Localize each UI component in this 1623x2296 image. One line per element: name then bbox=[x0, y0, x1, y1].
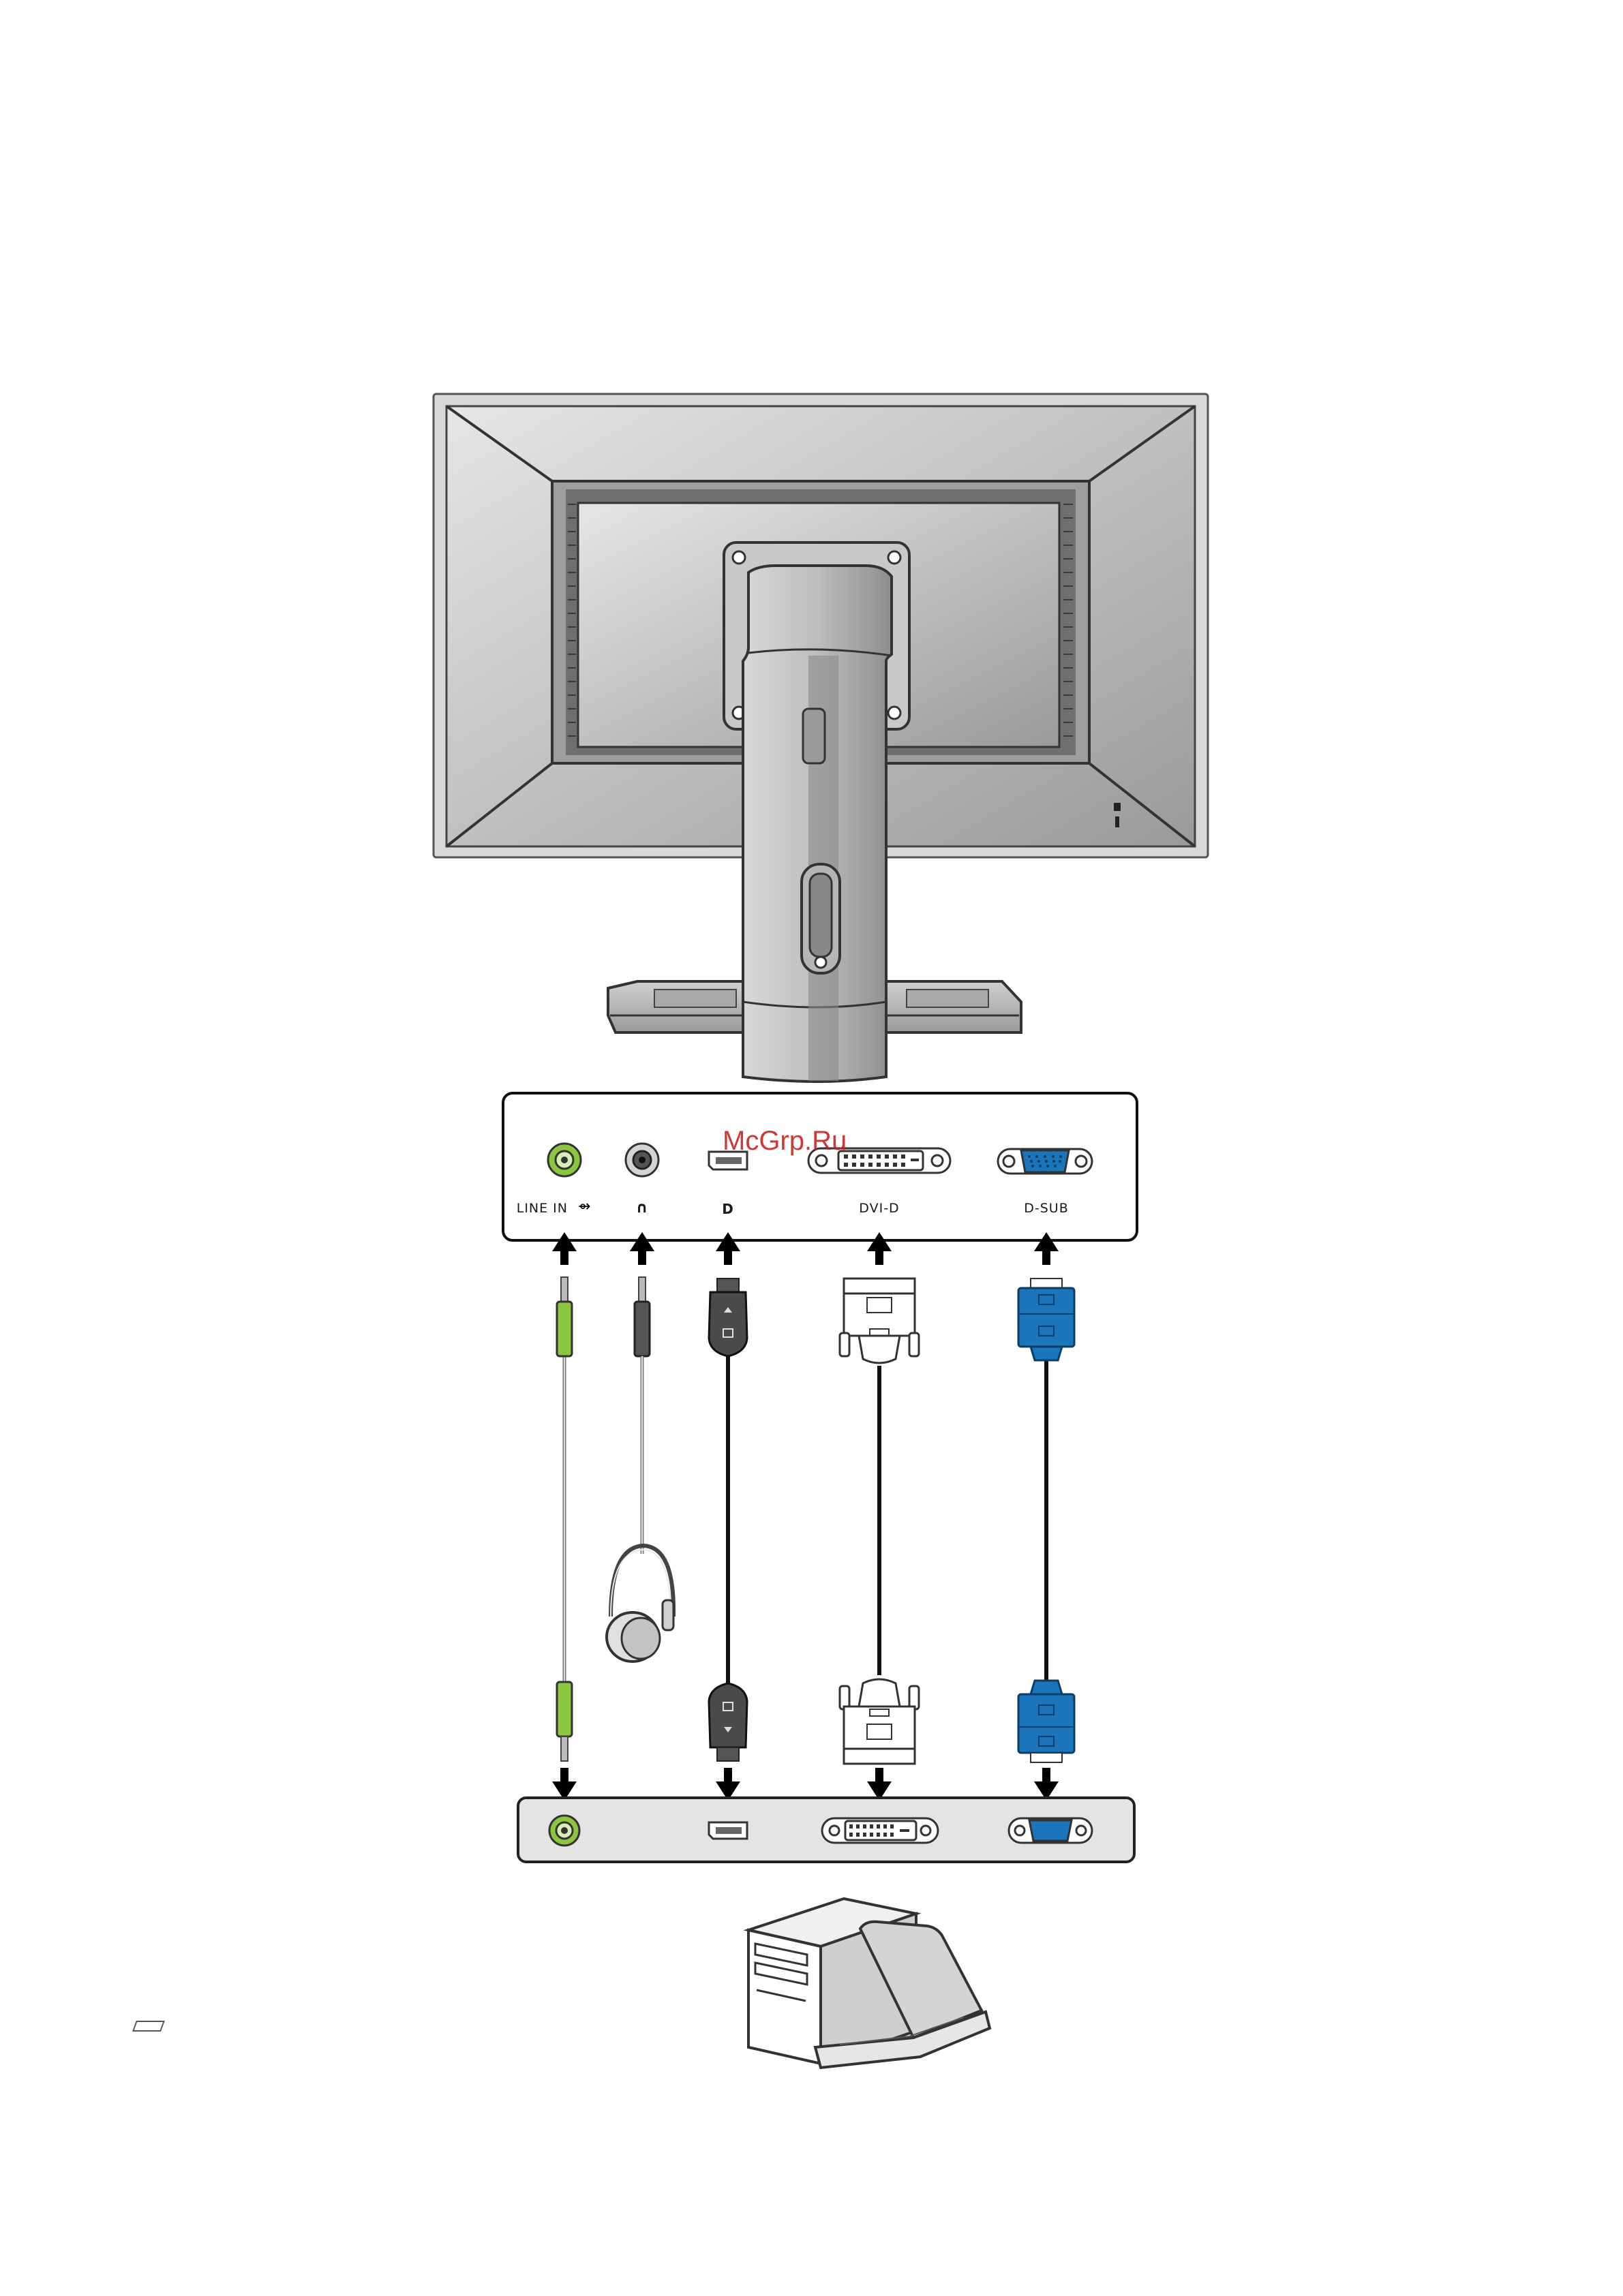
headphone-cable bbox=[635, 1277, 650, 1554]
headphones-icon bbox=[607, 1546, 673, 1662]
computer-port-panel bbox=[518, 1798, 1134, 1862]
line-in-label: LINE IN bbox=[486, 1201, 568, 1216]
dsub-port bbox=[998, 1149, 1092, 1174]
arrows-down bbox=[552, 1768, 1059, 1801]
dvi-cable bbox=[840, 1279, 919, 1764]
computer-icon bbox=[133, 1899, 990, 2068]
computer-displayport-port bbox=[709, 1822, 747, 1839]
watermark-text: McGrp.Ru bbox=[723, 1126, 847, 1157]
displayport-cable bbox=[709, 1279, 747, 1761]
computer-dvi-port bbox=[822, 1818, 938, 1843]
computer-dsub-port bbox=[1009, 1818, 1092, 1843]
line-in-port bbox=[548, 1144, 581, 1176]
computer-line-in-port bbox=[549, 1816, 579, 1846]
monitor-port-panel bbox=[503, 1093, 1137, 1240]
audio-cable bbox=[557, 1277, 572, 1761]
headphone-port bbox=[626, 1144, 658, 1176]
dvi-label: DVI-D bbox=[811, 1201, 947, 1216]
displayport-symbol: D bbox=[660, 1201, 796, 1217]
dsub-label: D-SUB bbox=[978, 1201, 1114, 1216]
dsub-cable bbox=[1018, 1279, 1074, 1762]
